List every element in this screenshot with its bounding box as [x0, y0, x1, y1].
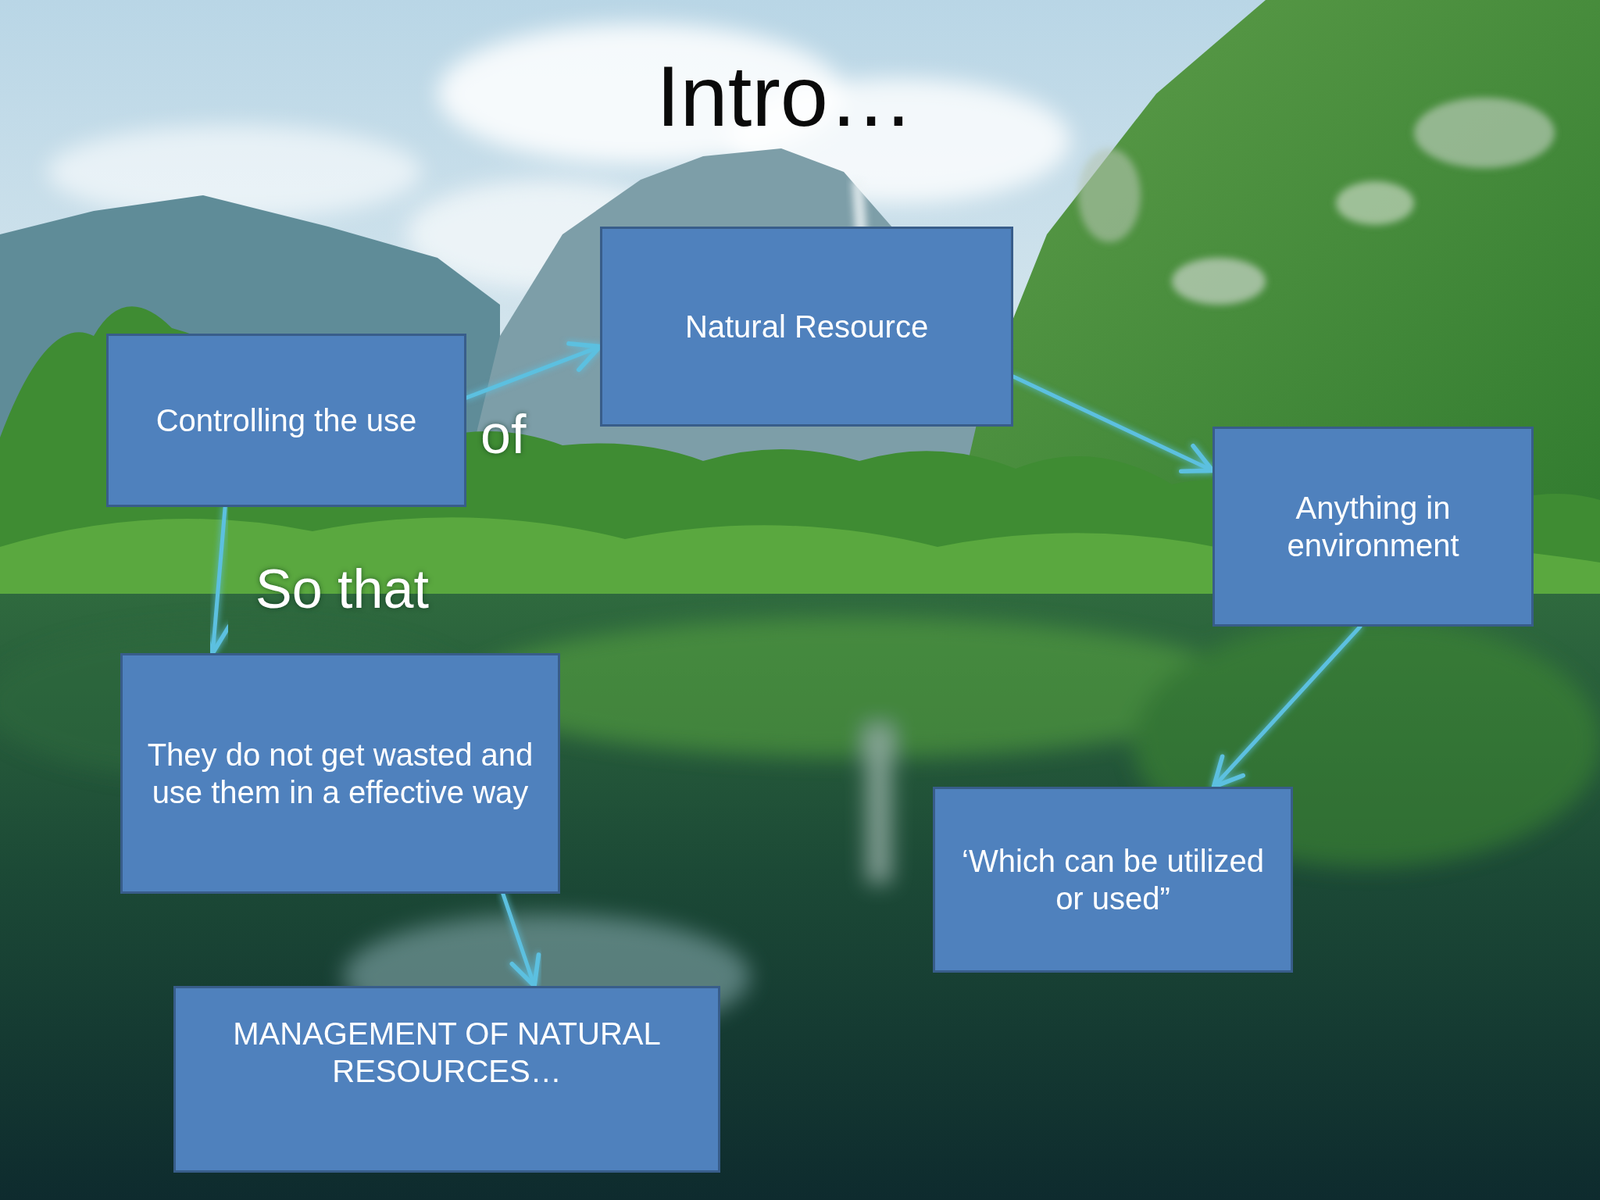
process-box: MANAGEMENT OF NATURAL RESOURCES… [173, 985, 721, 1173]
process-box: Natural Resource [600, 226, 1014, 427]
flow-arrow [503, 893, 535, 986]
box-text: MANAGEMENT OF NATURAL RESOURCES… [199, 1014, 695, 1090]
flow-arrow [1214, 626, 1361, 787]
slide-title: Intro… [656, 48, 915, 143]
flow-arrow [212, 507, 225, 654]
flow-arrow [466, 346, 600, 399]
connector-label: of [480, 404, 526, 465]
connector-label: So that [255, 559, 429, 620]
process-box: ‘Which can be utilized or used” [932, 786, 1293, 973]
flow-arrow [1013, 376, 1213, 471]
lake-reflection [0, 617, 1600, 1040]
box-text: ‘Which can be utilized or used” [958, 842, 1268, 918]
box-text: Anything in environment [1238, 489, 1508, 565]
process-box: They do not get wasted and use them in a… [120, 653, 561, 894]
box-text: Natural Resource [685, 307, 929, 346]
rock-patches [1078, 97, 1555, 305]
box-text: They do not get wasted and use them in a… [146, 735, 535, 811]
process-box: Controlling the use [106, 333, 467, 508]
process-box: Anything in environment [1212, 426, 1534, 627]
box-text: Controlling the use [156, 401, 418, 440]
